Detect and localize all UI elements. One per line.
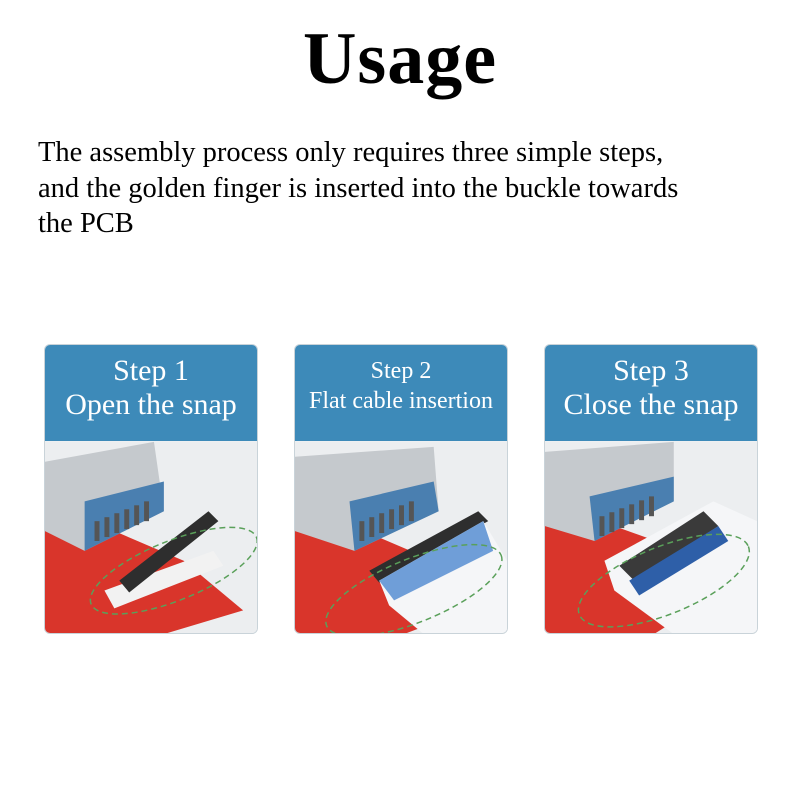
step-action: Flat cable insertion (309, 388, 493, 414)
page-title: Usage (302, 18, 498, 100)
step-card-3: Step 3 Close the snap (544, 344, 758, 634)
step-number: Step 3 (613, 354, 689, 387)
step-card-header: Step 3 Close the snap (545, 345, 757, 441)
flat-cable-inserted-image (295, 441, 507, 633)
step-action: Close the snap (563, 388, 739, 421)
step-number: Step 2 (370, 358, 432, 384)
step-card-header: Step 2 Flat cable insertion (295, 345, 507, 441)
connector-open-snap-image (45, 441, 257, 633)
step-action: Open the snap (65, 388, 237, 421)
description-text: The assembly process only requires three… (38, 137, 679, 239)
connector-closed-snap-image (545, 441, 757, 633)
step-card-1: Step 1 Open the snap (44, 344, 258, 634)
step-card-2: Step 2 Flat cable insertion (294, 344, 508, 634)
step-number: Step 1 (113, 354, 189, 387)
step-card-header: Step 1 Open the snap (45, 345, 257, 441)
